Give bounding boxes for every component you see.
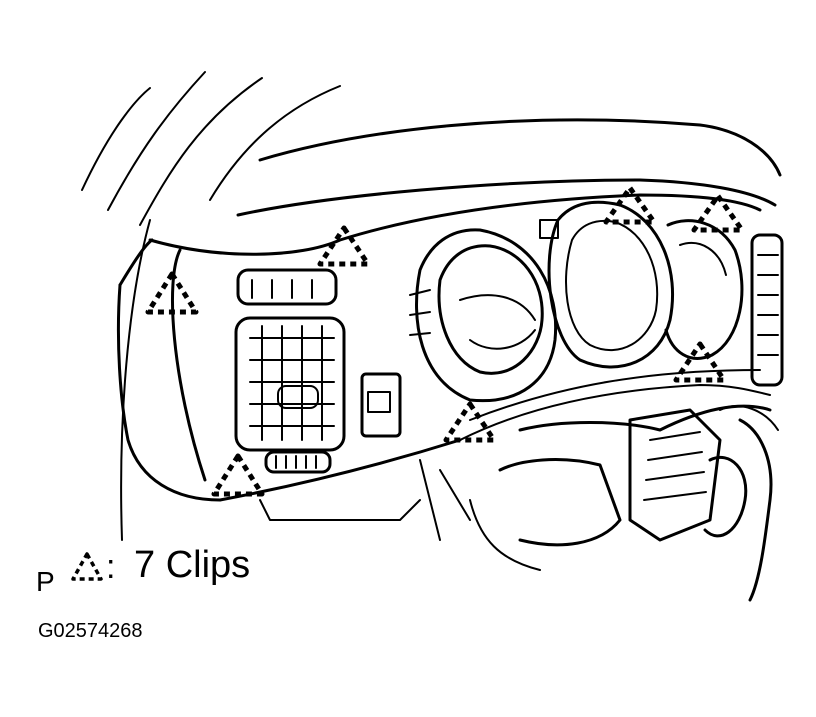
air-vent: [234, 268, 346, 452]
dashed-triangle-icon: [71, 552, 103, 581]
a-pillar-lines: [81, 71, 341, 541]
steering-column: [259, 404, 779, 602]
clip-marker-2: [317, 225, 371, 267]
clip-marker-5: [673, 341, 727, 383]
instrument-cluster: [409, 200, 744, 403]
vent-thumbwheel: [264, 450, 332, 474]
clip-marker-7: [211, 453, 265, 497]
clip-markers: [145, 185, 745, 497]
figure-code: G02574268: [38, 620, 143, 642]
clips-count-label: 7 Clips: [134, 544, 251, 586]
clip-marker-4: [691, 193, 745, 233]
view-letter-label: P: [36, 566, 55, 597]
clip-marker-6: [443, 401, 497, 443]
clip-marker-3: [603, 185, 657, 225]
dash-switch: [360, 372, 402, 438]
upper-dash-contour: [236, 118, 782, 217]
right-side-vent: [750, 233, 784, 387]
legend-separator: :: [106, 548, 116, 586]
clip-marker-1: [145, 271, 199, 315]
dash-panel: [116, 193, 771, 502]
